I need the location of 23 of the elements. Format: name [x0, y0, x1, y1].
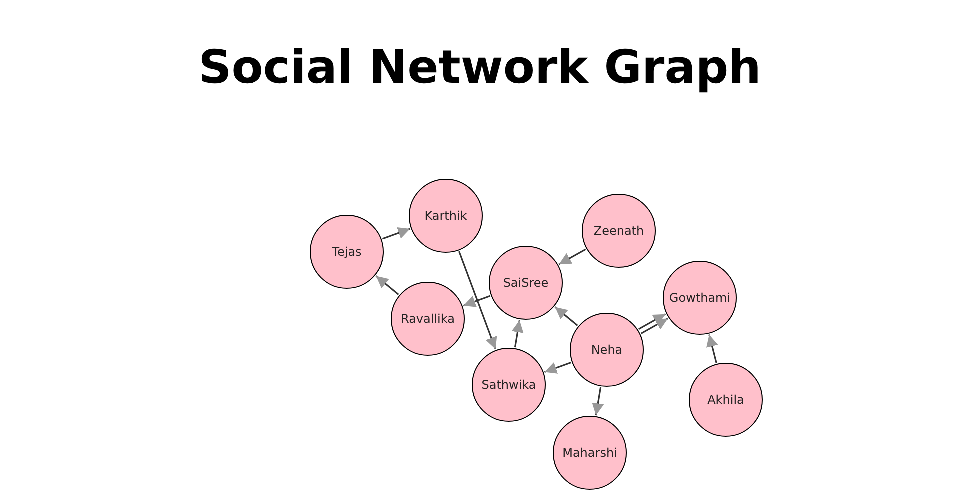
arrow	[458, 251, 498, 350]
arrow	[463, 295, 491, 308]
arrow	[376, 276, 400, 296]
title: Social Network Graph	[198, 40, 762, 94]
node-label: Sathwika	[482, 378, 536, 392]
node-label: Ravallika	[401, 312, 455, 326]
arrow	[706, 334, 718, 364]
node-label: Maharshi	[562, 446, 618, 460]
arrow	[512, 320, 524, 348]
node-label: Tejas	[332, 245, 362, 259]
arrow	[641, 318, 668, 334]
arrow	[592, 387, 604, 416]
arrow	[558, 248, 586, 266]
arrow	[638, 314, 666, 330]
node-label: Zeenath	[594, 224, 644, 238]
arrow	[382, 227, 411, 240]
node-label: Gowthami	[669, 291, 731, 305]
arrow	[544, 362, 572, 374]
node-label: Neha	[591, 343, 623, 357]
node-label: Karthik	[424, 209, 468, 223]
node-label: Akhila	[708, 393, 744, 407]
arrow	[554, 306, 578, 326]
node-label: SaiSree	[503, 276, 549, 290]
